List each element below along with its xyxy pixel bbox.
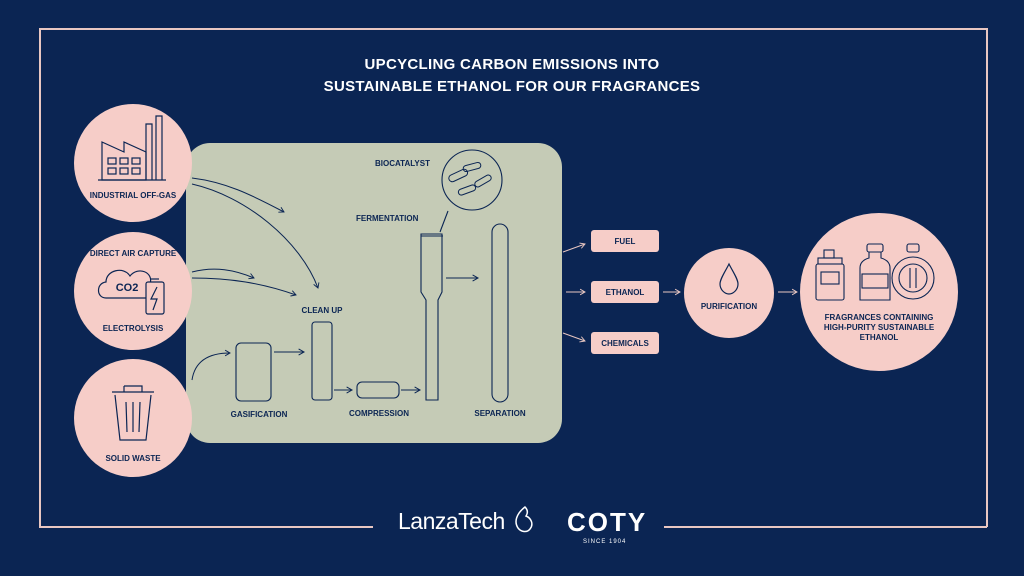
page-title: UPCYCLING CARBON EMISSIONS INTO SUSTAINA… bbox=[212, 54, 812, 98]
direct-air-circle bbox=[74, 232, 192, 350]
trash-icon bbox=[112, 385, 154, 441]
direct-air-label: DIRECT AIR CAPTURE bbox=[90, 249, 177, 258]
droplet-icon bbox=[719, 262, 739, 295]
lanzatech-flame-icon bbox=[515, 506, 533, 533]
industrial-circle bbox=[74, 104, 192, 222]
title-line-2: SUSTAINABLE ETHANOL FOR OUR FRAGRANCES bbox=[323, 78, 701, 95]
fuel-box bbox=[591, 230, 659, 252]
chemicals-label: CHEMICALS bbox=[601, 339, 649, 348]
fragrances-line-2: HIGH-PURITY SUSTAINABLE bbox=[824, 323, 935, 332]
gasifier-unit bbox=[235, 342, 272, 402]
cleanup-unit bbox=[311, 321, 333, 401]
frame-bottom-left bbox=[39, 526, 373, 528]
coty-since: SINCE 1904 bbox=[583, 539, 627, 545]
chemicals-box bbox=[591, 332, 659, 354]
fragrances-circle bbox=[800, 213, 958, 371]
coty-logo: COTY bbox=[567, 507, 648, 537]
purification-circle bbox=[684, 248, 774, 338]
biocatalyst-icon bbox=[441, 149, 503, 211]
arrow-directair-to-cleanup bbox=[191, 277, 297, 297]
frame-bottom-right bbox=[664, 526, 987, 528]
cloud-battery-icon bbox=[97, 269, 165, 315]
industrial-label: INDUSTRIAL OFF-GAS bbox=[90, 191, 177, 200]
frame-left bbox=[39, 28, 41, 527]
ethanol-box bbox=[591, 281, 659, 303]
arrow-industrial-to-cleanup bbox=[191, 183, 320, 289]
solid-waste-label: SOLID WASTE bbox=[105, 454, 161, 463]
co2-label: CO2 bbox=[116, 282, 139, 294]
fermentation-label: FERMENTATION bbox=[356, 214, 419, 223]
purification-label: PURIFICATION bbox=[701, 302, 758, 311]
title-line-1: UPCYCLING CARBON EMISSIONS INTO bbox=[364, 56, 660, 73]
arrow-to-chemicals bbox=[562, 332, 586, 343]
arrow-to-fuel bbox=[562, 242, 586, 253]
bottles-icon bbox=[815, 243, 935, 301]
ethanol-label: ETHANOL bbox=[606, 288, 645, 297]
fuel-label: FUEL bbox=[615, 237, 636, 246]
arrow-directair-upper bbox=[191, 268, 255, 280]
fermenter-unit bbox=[420, 233, 443, 401]
cleanup-label: CLEAN UP bbox=[302, 306, 344, 315]
frame-right bbox=[986, 28, 988, 527]
separation-label: SEPARATION bbox=[474, 409, 525, 418]
factory-icon bbox=[98, 115, 166, 181]
frame-top bbox=[39, 28, 987, 30]
lanzatech-logo: LanzaTech bbox=[398, 508, 505, 534]
gasification-label: GASIFICATION bbox=[231, 410, 288, 419]
arrow-waste-to-gasifier bbox=[191, 349, 231, 381]
compression-label: COMPRESSION bbox=[349, 409, 409, 418]
process-box bbox=[186, 143, 562, 443]
fragrances-line-3: ETHANOL bbox=[860, 333, 899, 342]
compression-unit bbox=[356, 381, 400, 399]
fragrances-line-1: FRAGRANCES CONTAINING bbox=[825, 313, 934, 322]
arrow-industrial-upper bbox=[191, 177, 285, 213]
electrolysis-label: ELECTROLYSIS bbox=[103, 324, 164, 333]
separation-column bbox=[491, 223, 509, 403]
arrow-biocatalyst-fermenter bbox=[439, 210, 449, 233]
biocatalyst-label: BIOCATALYST bbox=[375, 159, 430, 168]
